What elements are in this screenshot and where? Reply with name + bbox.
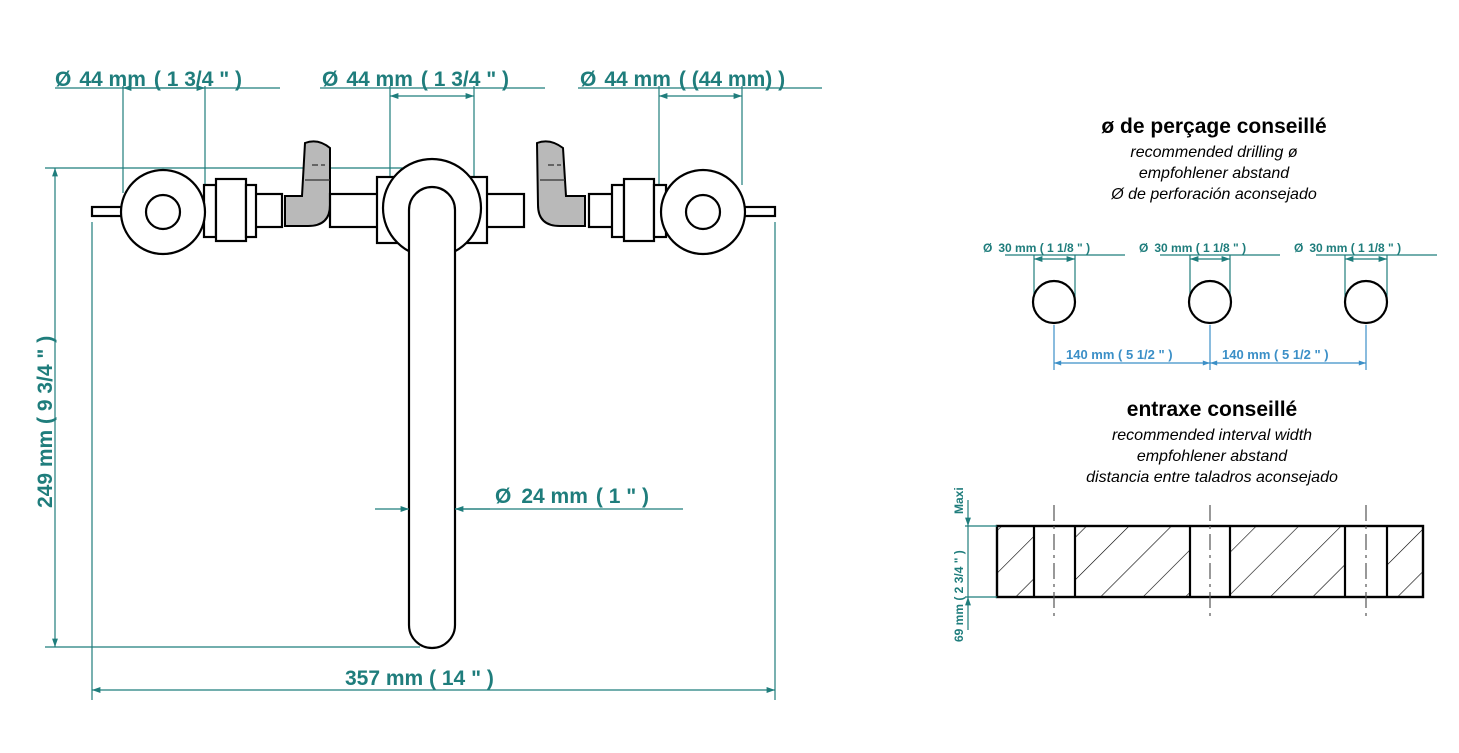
diameter-symbol: Ø — [322, 68, 338, 91]
spout-head-diameter-value: 44 mm — [346, 68, 413, 91]
right-rosette-diameter-value: 44 mm — [604, 68, 671, 91]
diameter-symbol: Ø — [983, 241, 992, 255]
svg-text:Ø30 mm ( 1 1/8 " ): Ø 30 mm ( 1 1/8 " ) — [983, 241, 1090, 255]
drilling-section: ø de perçage conseillé recommended drill… — [983, 115, 1437, 370]
drill-hole-3 — [1343, 279, 1389, 325]
drilling-line-en: recommended drilling ø — [1130, 144, 1297, 161]
svg-text:Ø24 mm( 1 " ): Ø 24 mm ( 1 " ) — [495, 485, 649, 508]
hole-label-3: 30 mm ( 1 1/8 " ) — [1309, 241, 1401, 255]
spacing-label-right: 140 mm ( 5 1/2 " ) — [1222, 347, 1329, 362]
spout-diameter-inch: ( 1 " ) — [596, 485, 649, 508]
drilling-line-de: empfohlener abstand — [1139, 165, 1290, 182]
drilling-title: ø de perçage conseillé — [1101, 115, 1326, 138]
interval-line-de: empfohlener abstand — [1137, 448, 1288, 465]
svg-text:Ø44 mm( 1 3/4 " ): Ø 44 mm ( 1 3/4 " ) — [55, 68, 242, 91]
interval-section: entraxe conseillé recommended interval w… — [952, 398, 1425, 642]
left-rosette-diameter-inch: ( 1 3/4 " ) — [154, 68, 242, 91]
right-rosette-diameter-alt: ( (44 mm) ) — [679, 68, 785, 91]
svg-text:Ø30 mm ( 1 1/8 " ): Ø 30 mm ( 1 1/8 " ) — [1139, 241, 1246, 255]
diameter-symbol: Ø — [55, 68, 71, 91]
interval-line-en: recommended interval width — [1112, 427, 1312, 444]
thickness-label: 69 mm ( 2 3/4 " ) — [952, 550, 966, 642]
svg-text:Ø30 mm ( 1 1/8 " ): Ø 30 mm ( 1 1/8 " ) — [1294, 241, 1401, 255]
spacing-label-left: 140 mm ( 5 1/2 " ) — [1066, 347, 1173, 362]
hole-label-2: 30 mm ( 1 1/8 " ) — [1154, 241, 1246, 255]
svg-text:Ø44 mm( 1 3/4 " ): Ø 44 mm ( 1 3/4 " ) — [322, 68, 509, 91]
drill-hole-2 — [1187, 279, 1233, 325]
diameter-symbol: Ø — [495, 485, 511, 508]
max-label: Maxi — [952, 487, 966, 514]
spout-head-diameter-inch: ( 1 3/4 " ) — [421, 68, 509, 91]
hole-label-1: 30 mm ( 1 1/8 " ) — [998, 241, 1090, 255]
svg-text:Ø44 mm( (44 mm) ): Ø 44 mm ( (44 mm) ) — [580, 68, 785, 91]
left-rosette-diameter-value: 44 mm — [79, 68, 146, 91]
interval-line-es: distancia entre taladros aconsejado — [1086, 469, 1338, 486]
diameter-symbol: Ø — [580, 68, 596, 91]
drilling-line-es: Ø de perforación aconsejado — [1110, 186, 1317, 203]
diameter-symbol: Ø — [1139, 241, 1148, 255]
diameter-symbol: Ø — [1294, 241, 1303, 255]
spout-diameter-value: 24 mm — [521, 485, 588, 508]
drill-hole-1 — [1031, 279, 1077, 325]
faucet-front-view — [45, 86, 777, 700]
height-dimension-label: 249 mm ( 9 3/4 " ) — [34, 336, 57, 508]
width-dimension-label: 357 mm ( 14 " ) — [345, 667, 494, 690]
interval-title: entraxe conseillé — [1127, 398, 1297, 421]
